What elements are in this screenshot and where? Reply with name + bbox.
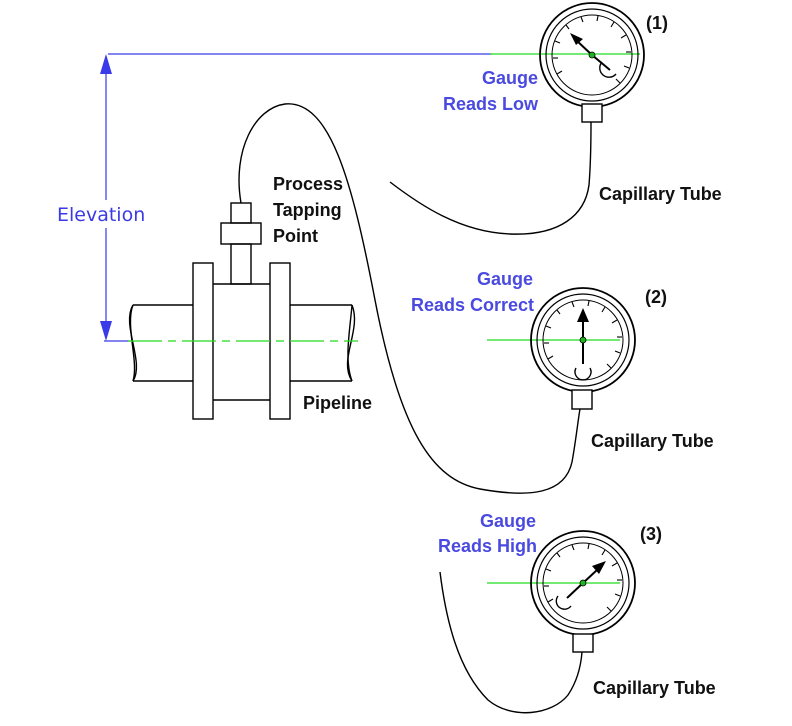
gauge-2	[487, 287, 636, 410]
gauge-1-stem	[581, 103, 603, 123]
tapping-fitting	[230, 202, 252, 224]
gauge-2-number: (2)	[645, 287, 667, 307]
capillary-gauge-1	[389, 121, 592, 235]
elevation-arrow-bottom	[100, 321, 112, 341]
gauge-1-status-line-1: Gauge	[482, 68, 538, 88]
elevation-label: Elevation	[57, 204, 145, 226]
gauge-3-stem	[572, 633, 594, 653]
elevation-arrow-top	[100, 54, 112, 74]
elevation-dimension: Elevation	[52, 53, 492, 342]
gauge-3	[487, 530, 636, 653]
capillary-label-3: Capillary Tube	[593, 678, 716, 698]
tapping-nut	[220, 222, 262, 245]
gauge-3-pointer	[592, 561, 606, 574]
gauge-1-pointer	[570, 33, 583, 45]
capillary-label-1: Capillary Tube	[599, 184, 722, 204]
gauge-3-number: (3)	[640, 524, 662, 544]
pipeline	[128, 202, 358, 420]
capillary-gauge-3	[439, 571, 583, 714]
capillary-main	[238, 103, 581, 494]
tapping-label-line-2: Tapping	[273, 200, 342, 220]
capillary-tubes	[238, 103, 592, 714]
gauge-3-status-line-1: Gauge	[480, 511, 536, 531]
gauge-2-status-line-2: Reads Correct	[411, 295, 534, 315]
gauge-2-pointer	[577, 308, 589, 322]
text-labels: (1) Gauge Reads Low Capillary Tube Proce…	[273, 13, 722, 698]
pipeline-label: Pipeline	[303, 393, 372, 413]
gauge-1-number: (1)	[646, 13, 668, 33]
tapping-label-line-3: Point	[273, 226, 318, 246]
gauge-1	[490, 2, 645, 123]
gauge-3-status-line-2: Reads High	[438, 536, 537, 556]
gauge-1-status-line-2: Reads Low	[443, 94, 539, 114]
capillary-label-2: Capillary Tube	[591, 431, 714, 451]
tapping-label-line-1: Process	[273, 174, 343, 194]
gauge-2-status-line-1: Gauge	[477, 269, 533, 289]
gauge-2-stem	[571, 389, 593, 410]
tapping-nozzle	[230, 243, 252, 285]
